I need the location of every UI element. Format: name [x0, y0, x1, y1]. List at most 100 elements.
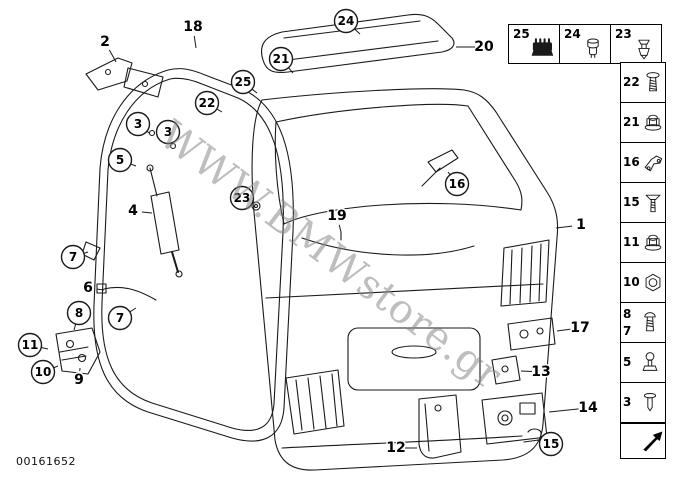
part-cell-15[interactable]: 15	[620, 182, 666, 223]
part-cell-number: 3	[623, 395, 632, 410]
label-18[interactable]: 18	[182, 18, 204, 49]
callout-number: 24	[338, 14, 355, 28]
leader-line	[83, 251, 89, 254]
callout-number: 12	[386, 440, 405, 456]
callout-number: 9	[74, 372, 84, 388]
callout-number: 18	[183, 19, 202, 35]
ball-stud-icon	[642, 351, 658, 371]
hinges	[85, 57, 177, 150]
callout-circle	[230, 69, 256, 95]
callout-16[interactable]: 16	[444, 171, 470, 197]
leader-line	[548, 408, 580, 413]
direction-arrow-box	[620, 423, 666, 459]
callout-10[interactable]: 10	[30, 359, 59, 385]
callout-number: 11	[22, 338, 39, 352]
part-cell-11[interactable]: 11	[620, 222, 666, 263]
screw-icon	[646, 71, 660, 91]
part-cell-number: 25	[513, 27, 530, 41]
label-14[interactable]: 14	[548, 399, 599, 418]
leader-line	[53, 365, 59, 369]
part-cell-number: 23	[615, 27, 632, 41]
leader-line	[130, 163, 137, 167]
leader-line	[193, 35, 197, 49]
callout-23[interactable]: 23	[229, 185, 255, 211]
callout-number: 7	[69, 250, 77, 264]
wiper-arm-part	[421, 149, 459, 187]
callout-circle	[107, 147, 133, 173]
label-12[interactable]: 12	[385, 439, 417, 458]
callout-8[interactable]: 8	[66, 300, 92, 331]
leader-line	[216, 108, 223, 113]
flange-nut-icon	[644, 234, 661, 251]
label-13[interactable]: 13	[520, 363, 552, 382]
callout-number: 3	[134, 117, 142, 131]
callout-number: 14	[578, 400, 598, 416]
callout-number: 1	[576, 217, 586, 233]
part-cell-16[interactable]: 16	[620, 142, 666, 183]
part-cell-5[interactable]: 5	[620, 342, 666, 383]
label-6[interactable]: 6	[82, 279, 105, 298]
part-cell-25[interactable]: 25	[508, 24, 560, 64]
weatherstrip-seal	[93, 68, 294, 442]
callout-number: 23	[234, 191, 251, 205]
callout-circle	[155, 119, 181, 145]
direction-arrow-icon	[643, 431, 663, 452]
part-cell-10[interactable]: 10	[620, 262, 666, 303]
part-cell-22[interactable]: 22	[620, 62, 666, 103]
part-cell-number: 21	[623, 115, 640, 130]
leader-line	[41, 347, 49, 350]
part-cell-21[interactable]: 21	[620, 102, 666, 143]
leader-line	[288, 67, 294, 74]
label-4[interactable]: 4	[127, 202, 153, 221]
leader-line	[141, 211, 153, 214]
part-cell-24[interactable]: 24	[559, 24, 611, 64]
callout-11[interactable]: 11	[17, 332, 49, 358]
label-1[interactable]: 1	[555, 216, 587, 235]
label-20[interactable]: 20	[456, 38, 495, 57]
callout-number: 20	[474, 39, 494, 55]
callout-3[interactable]: 3	[125, 111, 151, 137]
leader-line	[354, 28, 361, 35]
left-small-parts	[55, 241, 157, 375]
callout-circle	[107, 305, 133, 331]
rivet-icon	[643, 392, 657, 411]
callout-24[interactable]: 24	[333, 8, 361, 35]
tailgate-panel	[251, 88, 559, 471]
callout-circle	[538, 431, 564, 457]
label-2[interactable]: 2	[99, 33, 117, 63]
part-cell-23[interactable]: 23	[610, 24, 662, 64]
callout-number: 21	[273, 52, 290, 66]
callout-number: 3	[164, 125, 172, 139]
legend-top-row: 25 24 23	[508, 24, 662, 64]
label-9[interactable]: 9	[73, 367, 85, 390]
part-cell-3[interactable]: 3	[620, 382, 666, 423]
callout-number: 10	[35, 365, 52, 379]
callout-7[interactable]: 7	[107, 305, 137, 331]
stud-plate-icon	[531, 38, 554, 56]
callout-number: 7	[116, 311, 124, 325]
callout-7[interactable]: 7	[60, 244, 89, 270]
label-19[interactable]: 19	[326, 207, 348, 233]
callout-15[interactable]: 15	[536, 431, 564, 457]
label-17[interactable]: 17	[556, 319, 591, 338]
callout-25[interactable]: 25	[230, 69, 258, 95]
callout-number: 5	[116, 153, 124, 167]
leader-line	[251, 88, 258, 94]
part-cell-number: 22	[623, 75, 640, 90]
callout-3[interactable]: 3	[155, 119, 181, 145]
callout-circle	[229, 185, 255, 211]
callout-number: 17	[570, 320, 589, 336]
part-cell-number: 5	[623, 355, 632, 370]
callout-circle	[60, 244, 86, 270]
callout-5[interactable]: 5	[107, 147, 137, 173]
callout-circle	[444, 171, 470, 197]
callout-22[interactable]: 22	[194, 90, 223, 116]
callout-number: 16	[449, 177, 466, 191]
flange-nut-icon	[644, 114, 661, 131]
part-cell-number: 10	[623, 275, 640, 290]
callout-21[interactable]: 21	[268, 46, 294, 74]
